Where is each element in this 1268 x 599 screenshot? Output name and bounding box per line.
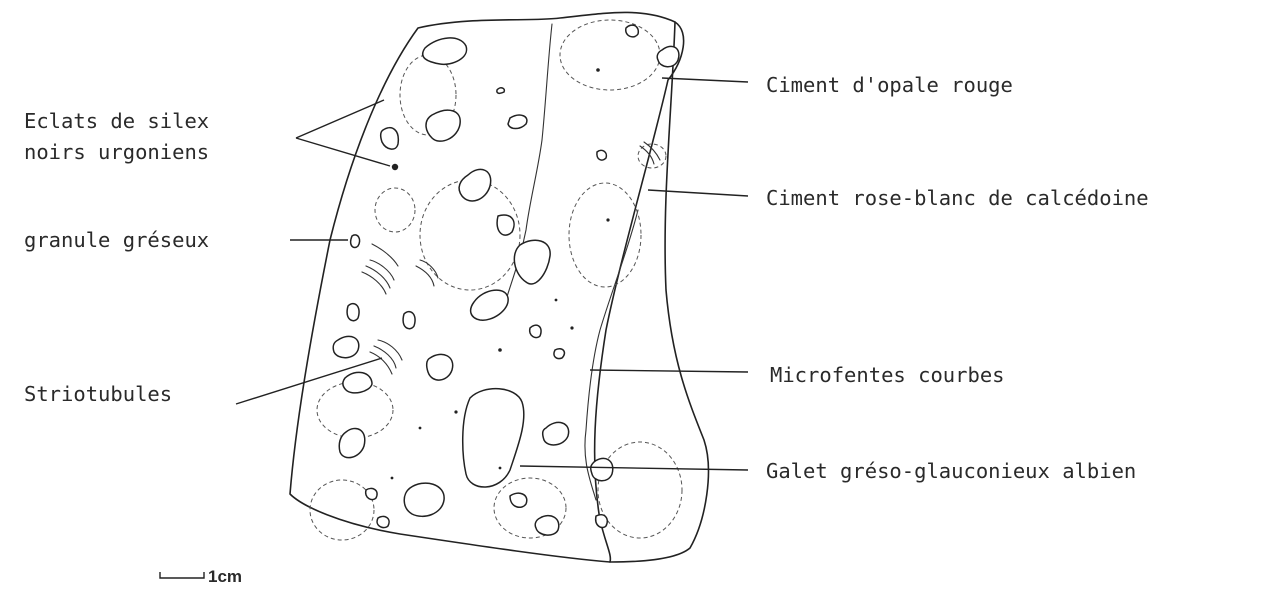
label-eclats-line2: noirs urgoniens	[24, 140, 209, 164]
grain	[459, 169, 491, 201]
label-opale: Ciment d'opale rouge	[766, 73, 1013, 97]
microfracture-curve	[585, 210, 638, 500]
specimen-side-face	[610, 22, 708, 562]
grain	[596, 515, 608, 528]
leader-calcedoine	[648, 190, 748, 196]
grain	[366, 488, 377, 499]
leader-eclats-2	[296, 138, 390, 166]
hatched-zone-2	[375, 188, 415, 232]
scale-bar: 1cm	[160, 567, 242, 586]
grain	[381, 128, 399, 149]
grain	[543, 422, 569, 444]
grain	[471, 290, 509, 320]
leader-eclats-1	[296, 100, 384, 138]
grain	[423, 38, 467, 64]
grain	[343, 372, 372, 393]
grain	[427, 354, 453, 380]
hatched-zone-8	[598, 442, 682, 538]
striotubules-marks	[362, 142, 660, 374]
grain	[597, 150, 607, 160]
grain	[404, 483, 444, 516]
grain	[463, 389, 524, 487]
grain	[591, 458, 613, 480]
opale-zone-top	[560, 20, 660, 90]
grain	[657, 46, 679, 66]
silex-chip	[392, 164, 398, 170]
hatched-zone-4	[569, 183, 641, 287]
grain	[514, 240, 550, 284]
leader-microfentes	[590, 370, 748, 372]
grain	[510, 493, 527, 507]
label-granule: granule gréseux	[24, 228, 209, 252]
grain	[508, 115, 527, 128]
grain	[347, 304, 359, 321]
label-striotubules: Striotubules	[24, 382, 172, 406]
grain	[377, 516, 389, 527]
grain	[339, 428, 365, 457]
leader-galet	[520, 466, 748, 470]
hatched-zone-6	[310, 480, 374, 540]
grain	[535, 516, 559, 535]
label-galet: Galet gréso-glauconieux albien	[766, 459, 1136, 483]
scale-bar-label: 1cm	[208, 567, 242, 586]
grain	[530, 325, 541, 337]
label-microfentes: Microfentes courbes	[770, 363, 1005, 387]
label-eclats-line1: Eclats de silex	[24, 109, 209, 133]
grain	[497, 88, 505, 93]
grain	[351, 235, 360, 248]
grain	[403, 312, 415, 329]
grain	[554, 349, 564, 359]
grain	[497, 215, 514, 235]
leader-opale	[662, 78, 748, 82]
label-calcedoine: Ciment rose-blanc de calcédoine	[766, 186, 1149, 210]
grain	[426, 110, 460, 141]
grain	[626, 25, 639, 37]
scale-bar-line	[160, 572, 204, 578]
grain	[333, 336, 359, 357]
